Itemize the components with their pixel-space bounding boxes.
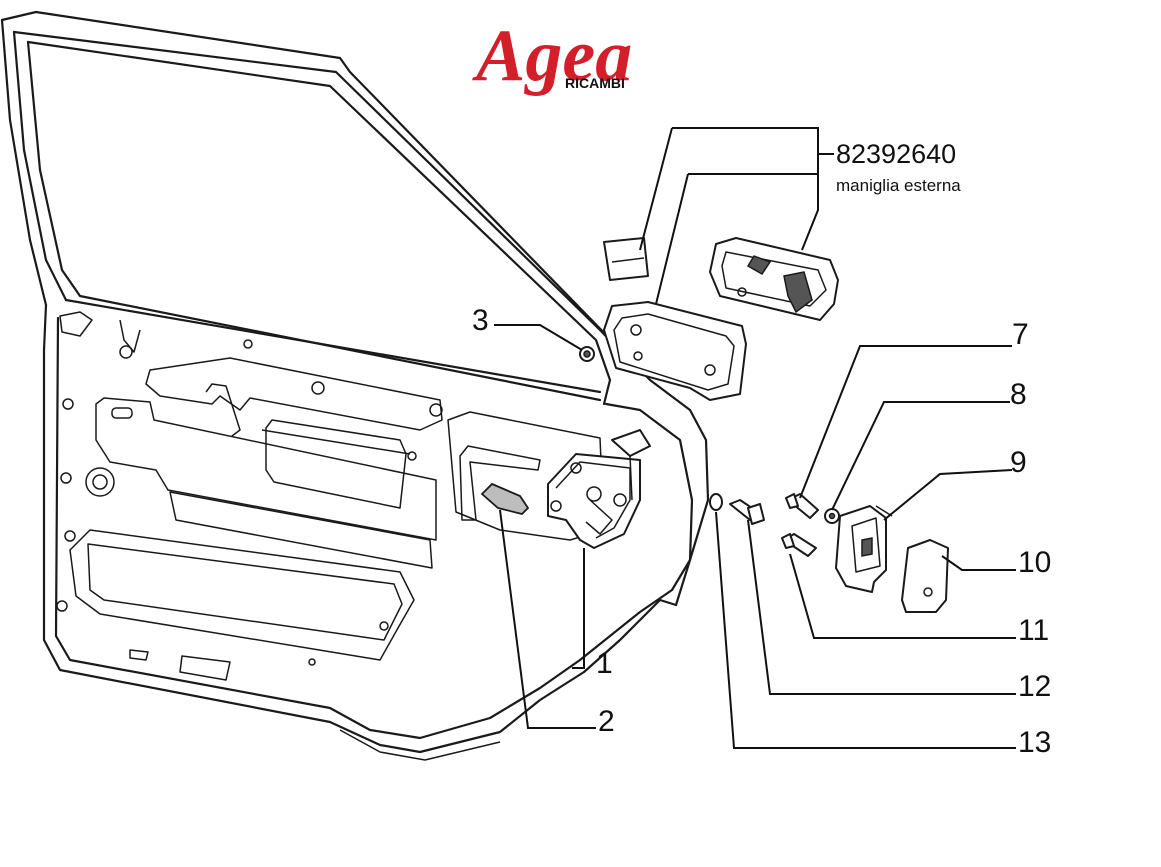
callout-13: 13	[1018, 726, 1051, 759]
washer-8	[824, 508, 840, 524]
inner-release-lever	[480, 482, 530, 515]
part-description-text: maniglia esterna	[836, 176, 961, 195]
part-number-label: 82392640 maniglia esterna	[836, 139, 961, 195]
outer-handle-clip	[603, 237, 649, 281]
striker-plate-9	[835, 505, 893, 593]
outer-handle-gasket	[603, 301, 747, 401]
callout-1: 1	[596, 647, 613, 680]
callout-12: 12	[1018, 670, 1051, 703]
outer-handle-body	[709, 237, 839, 321]
callout-10: 10	[1018, 546, 1051, 579]
door-frame	[0, 10, 710, 761]
shim-plate-10	[901, 539, 949, 613]
screw-12	[729, 499, 765, 525]
leader-lines	[494, 127, 1016, 749]
bolt-7	[785, 493, 819, 519]
logo-subtitle-text: RICAMBI	[565, 75, 625, 91]
callout-8: 8	[1010, 378, 1027, 411]
agea-logo: Agea RICAMBI	[472, 15, 632, 97]
callout-3: 3	[472, 304, 489, 337]
callout-7: 7	[1012, 318, 1029, 351]
callout-labels: 3 1 2 7 8 9 10 11 12 13	[472, 304, 1051, 759]
washer-13	[709, 493, 723, 511]
logo-brand-text: Agea	[472, 15, 632, 97]
part-number-text: 82392640	[836, 139, 956, 169]
callout-2: 2	[598, 705, 615, 738]
callout-11: 11	[1018, 614, 1049, 647]
door-lock-mechanism	[547, 429, 651, 549]
screw-11	[781, 533, 817, 557]
callout-9: 9	[1010, 446, 1027, 479]
fixing-washer	[579, 346, 595, 362]
